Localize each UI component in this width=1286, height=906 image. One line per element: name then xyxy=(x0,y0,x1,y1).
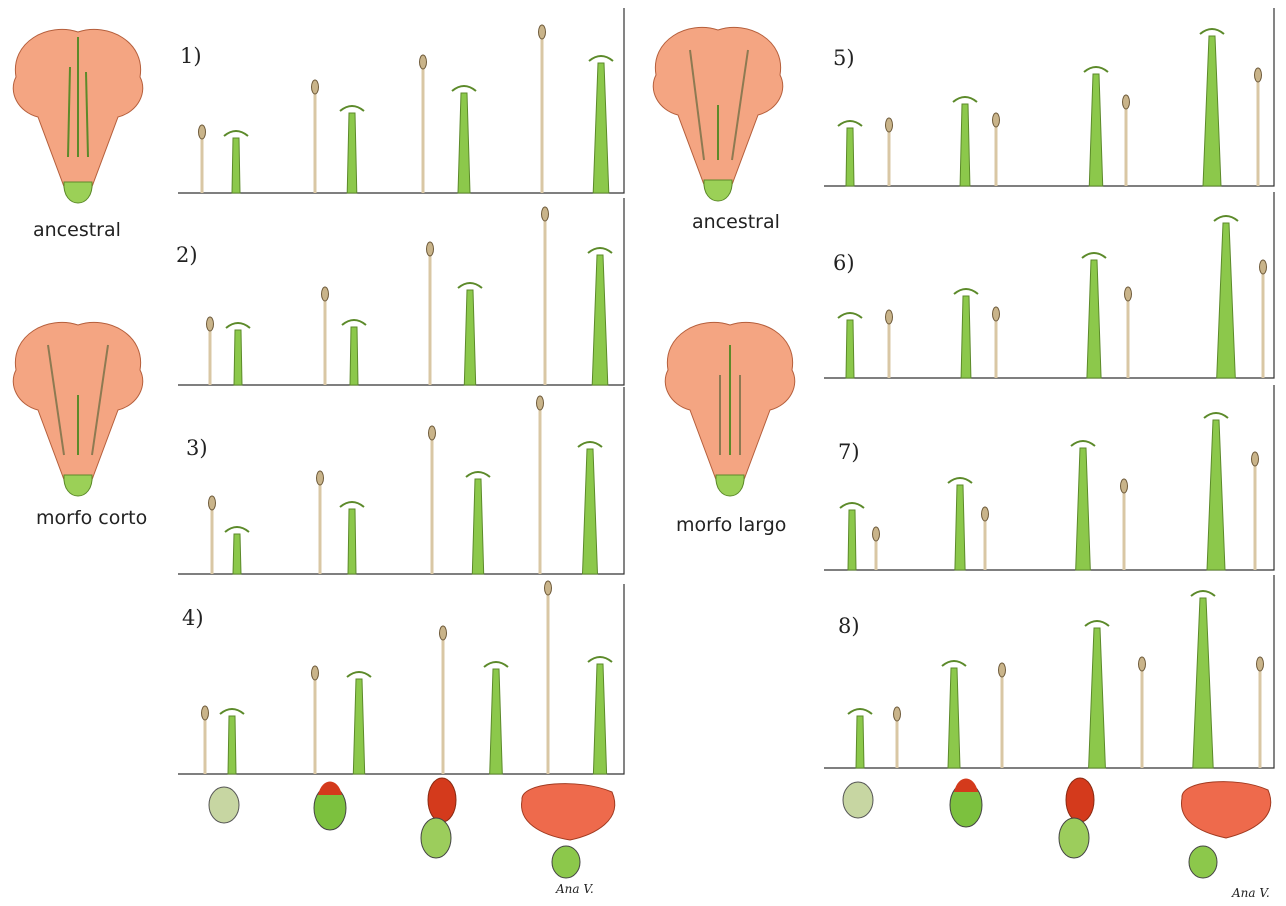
stigma-panel8-6 xyxy=(1191,591,1215,768)
stigma-panel6-2 xyxy=(954,289,978,378)
anther-panel6-1 xyxy=(886,310,893,378)
anther-panel1-2 xyxy=(312,80,319,193)
panel-frames-left xyxy=(178,8,624,774)
anther-panel5-7 xyxy=(1255,68,1262,186)
anther-panel7-3 xyxy=(982,507,989,570)
label-long-morph: morfo largo xyxy=(676,514,786,536)
flower-ancestral-right xyxy=(653,27,783,201)
stigma-panel7-4 xyxy=(1071,441,1095,570)
panel-number-8: 8) xyxy=(838,614,860,638)
stigma-panel5-4 xyxy=(1084,67,1108,186)
anther-panel8-5 xyxy=(1139,657,1146,768)
signature-left: Ana V. xyxy=(556,882,594,896)
stigma-panel2-5 xyxy=(458,283,482,385)
stigma-panel7-0 xyxy=(840,503,864,570)
flower-ancestral-left xyxy=(13,29,143,203)
anther-panel7-7 xyxy=(1252,452,1259,570)
stigma-panel1-3 xyxy=(340,106,364,193)
anther-panel6-7 xyxy=(1260,260,1267,378)
anther-panel3-4 xyxy=(429,426,436,574)
panel-number-1: 1) xyxy=(180,44,202,68)
anther-panel3-0 xyxy=(209,496,216,574)
anther-panel8-1 xyxy=(894,707,901,768)
stigma-panel3-1 xyxy=(225,527,249,574)
signature-right: Ana V. xyxy=(1232,886,1270,900)
anther-panel5-3 xyxy=(993,113,1000,186)
stage-row-left xyxy=(209,778,615,878)
stigma-panel4-7 xyxy=(588,657,612,774)
flower-short-morph xyxy=(13,322,143,496)
anther-panel5-1 xyxy=(886,118,893,186)
anther-panel4-2 xyxy=(312,666,319,774)
panel-number-7: 7) xyxy=(838,440,860,464)
stigma-panel8-4 xyxy=(1085,621,1109,768)
stigma-panel1-7 xyxy=(589,56,613,193)
anther-panel4-4 xyxy=(440,626,447,774)
stigma-panel3-3 xyxy=(340,502,364,574)
stigma-panel6-4 xyxy=(1082,253,1106,378)
anther-panel1-0 xyxy=(199,125,206,193)
panel-number-5: 5) xyxy=(833,46,855,70)
stigma-panel8-0 xyxy=(848,709,872,768)
stigma-panel5-2 xyxy=(953,97,977,186)
stigma-panel2-7 xyxy=(588,248,612,385)
anther-panel2-4 xyxy=(427,242,434,385)
stigma-panel2-3 xyxy=(342,320,366,385)
anther-panel7-5 xyxy=(1121,479,1128,570)
anther-panel1-6 xyxy=(539,25,546,193)
anther-panel7-1 xyxy=(873,527,880,570)
stage-row-right xyxy=(843,778,1271,878)
anther-panel4-0 xyxy=(202,706,209,774)
anther-panel8-7 xyxy=(1257,657,1264,768)
label-ancestral-left: ancestral xyxy=(33,219,121,241)
flower-long-morph xyxy=(665,322,795,496)
stigma-panel3-5 xyxy=(466,472,490,574)
stigma-panel4-5 xyxy=(484,662,508,774)
stigma-panel4-1 xyxy=(220,709,244,774)
label-ancestral-right: ancestral xyxy=(692,211,780,233)
panel-number-2: 2) xyxy=(176,243,198,267)
anther-panel5-5 xyxy=(1123,95,1130,186)
stigma-panel4-3 xyxy=(347,672,371,774)
stigma-panel3-7 xyxy=(578,442,602,574)
label-short-morph: morfo corto xyxy=(36,507,147,529)
anther-panel6-5 xyxy=(1125,287,1132,378)
panel-number-6: 6) xyxy=(833,251,855,275)
stigma-panel1-1 xyxy=(224,131,248,193)
stigma-panel6-0 xyxy=(838,313,862,378)
stigma-panel7-2 xyxy=(948,478,972,570)
anther-panel2-6 xyxy=(542,207,549,385)
anther-panel2-2 xyxy=(322,287,329,385)
stigma-panel5-0 xyxy=(838,121,862,186)
anther-panel2-0 xyxy=(207,317,214,385)
stigma-panel7-6 xyxy=(1204,413,1228,570)
anther-panel8-3 xyxy=(999,663,1006,768)
stigma-panel8-2 xyxy=(942,661,966,768)
anther-panel3-2 xyxy=(317,471,324,574)
anther-panel4-6 xyxy=(545,581,552,774)
stigma-panel6-6 xyxy=(1214,216,1238,378)
anther-panel6-3 xyxy=(993,307,1000,378)
stigma-panel5-6 xyxy=(1200,29,1224,186)
panel-number-4: 4) xyxy=(182,606,204,630)
panel-number-3: 3) xyxy=(186,436,208,460)
anther-panel1-4 xyxy=(420,55,427,193)
stigma-panel1-5 xyxy=(452,86,476,193)
stigma-panel2-1 xyxy=(226,323,250,385)
anther-panel3-6 xyxy=(537,396,544,574)
